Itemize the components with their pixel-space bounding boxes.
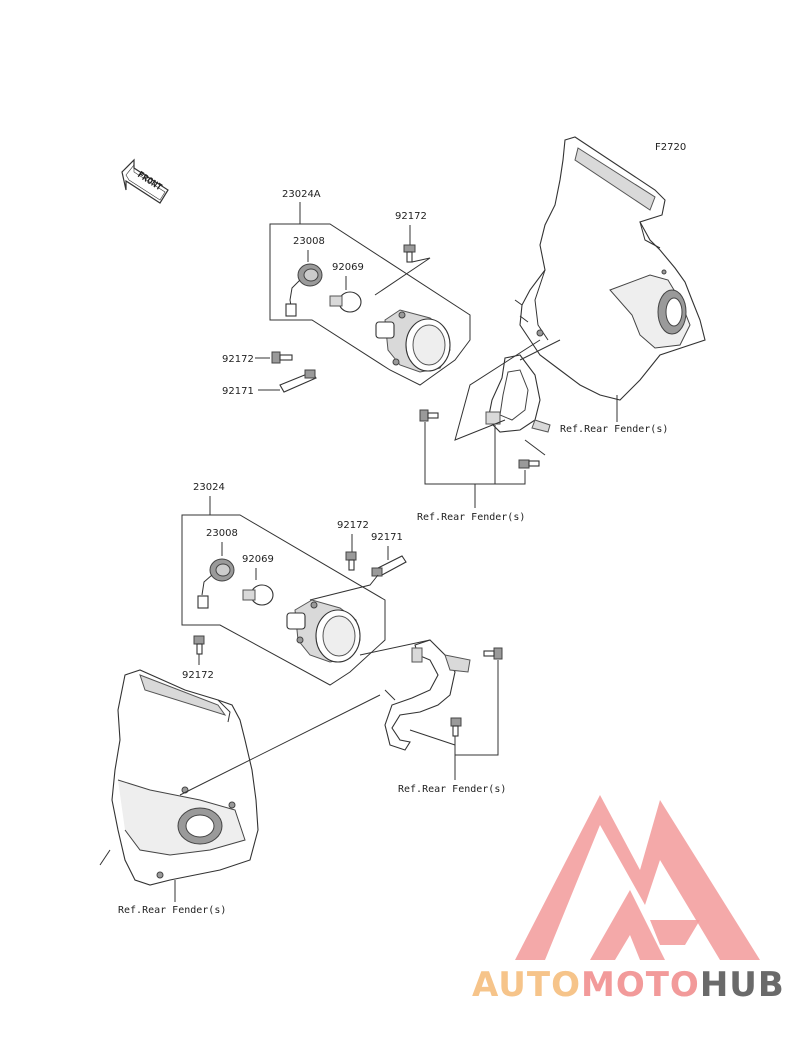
upper-bolt-left-number: 92172 [222,354,254,365]
upper-rear-fender [514,136,706,401]
lower-fender-ref-bottom: Ref.Rear Fender(s) [118,905,226,916]
upper-socket-number: 23008 [293,236,325,247]
automotohub-logo [515,795,760,960]
upper-bracket-bolt-right [518,459,540,469]
upper-bolt-top [403,244,416,263]
lower-fender-ref-right: Ref.Rear Fender(s) [398,784,506,795]
figure-code: F2720 [655,142,686,153]
lower-strap [371,555,407,577]
lower-assembly-number: 23024 [193,482,225,493]
upper-strap-number: 92171 [222,386,254,397]
upper-bulb-number: 92069 [332,262,364,273]
lower-mounting-bracket [384,639,471,751]
upper-assembly-bracket-outline [269,223,471,386]
lower-bulb-number: 92069 [242,554,274,565]
lower-socket-number: 23008 [206,528,238,539]
lower-bracket-bolt-bottom [450,717,462,737]
upper-assembly-number: 23024A [282,189,321,200]
lower-bolt-top [345,551,357,571]
lower-rear-fender [99,669,259,886]
lower-socket [197,558,235,609]
upper-bulb [329,291,362,313]
upper-bracket-bolt-left [419,409,439,422]
upper-mounting-bracket [485,354,551,433]
lower-bulb [242,584,274,606]
lower-fog-lamp [286,599,361,663]
lower-bolt-left [193,635,205,655]
lower-strap-number: 92171 [371,532,403,543]
lower-bolt-top-number: 92172 [337,520,369,531]
watermark-brand-text: AUTOMOTOHUB [472,965,785,1005]
lower-bracket-bolt-right [483,647,503,660]
lower-assembly-bracket-outline [181,514,386,686]
upper-fender-ref-right: Ref.Rear Fender(s) [560,424,668,435]
upper-socket [285,263,323,317]
upper-bolt-left [271,351,293,364]
upper-fog-lamp [375,309,451,373]
upper-bolt-top-number: 92172 [395,211,427,222]
front-arrow: FRONT [121,158,169,204]
upper-fender-ref-bottom: Ref.Rear Fender(s) [417,512,525,523]
upper-strap [279,369,317,393]
lower-bolt-left-number: 92172 [182,670,214,681]
